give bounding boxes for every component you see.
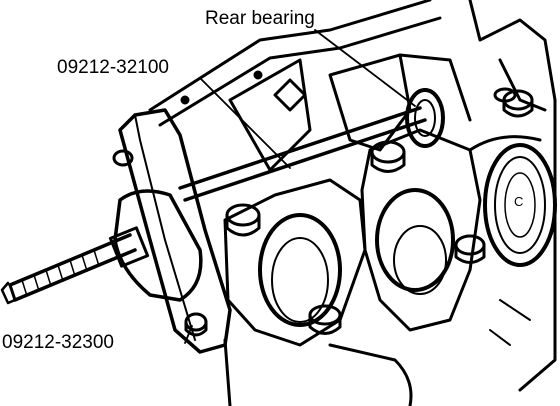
rear-bearing <box>405 88 445 148</box>
nut-cap-center-bottom <box>454 234 486 264</box>
leader-rear-bearing <box>314 29 416 107</box>
rod-cap-center <box>360 128 482 332</box>
leader-tool-32300 <box>184 325 193 344</box>
block-right-outline <box>468 0 557 392</box>
rod-bore-left-inner <box>271 237 329 323</box>
block-lug <box>273 78 307 112</box>
bracket-bolt-top <box>112 149 134 167</box>
puller-cup <box>113 189 203 302</box>
puller-bracket-plate <box>118 108 232 354</box>
leader-tool-32100 <box>199 77 291 169</box>
block-dot <box>180 95 190 105</box>
bracket-bolt-bottom <box>184 312 208 337</box>
rod-arm-right <box>398 53 472 122</box>
block-top-inner-edge <box>158 16 442 127</box>
nut-cap-center-top <box>370 140 406 173</box>
block-top-edge <box>148 0 432 112</box>
main-cap-top <box>468 135 542 152</box>
main-bearing-inner <box>494 156 546 254</box>
block-dot <box>253 70 263 80</box>
nut-cap-left <box>225 203 261 237</box>
lower-cover <box>223 338 413 406</box>
rod-bore-left <box>258 213 342 327</box>
main-bearing-shell <box>504 172 536 238</box>
rod-arm-left <box>228 58 312 172</box>
main-bearing-bore <box>483 143 557 267</box>
rod-cap-left <box>223 178 367 347</box>
block-right-inner <box>498 58 547 112</box>
callout-tool-32100: 09212-32100 <box>57 57 169 78</box>
nut-upper-center <box>493 87 517 103</box>
callout-rear-bearing: Rear bearing <box>205 8 315 29</box>
puller-threaded-bolt <box>0 226 150 305</box>
callout-tool-32300: 09212-32300 <box>2 332 114 353</box>
rod-bore-center-inner <box>393 225 447 295</box>
bearing-letter-mark: C <box>514 194 524 209</box>
rod-bore-center <box>375 188 455 292</box>
nut-cap-lower-left <box>308 304 342 335</box>
block-lower-detail <box>489 299 531 346</box>
puller-long-shaft <box>178 106 427 202</box>
